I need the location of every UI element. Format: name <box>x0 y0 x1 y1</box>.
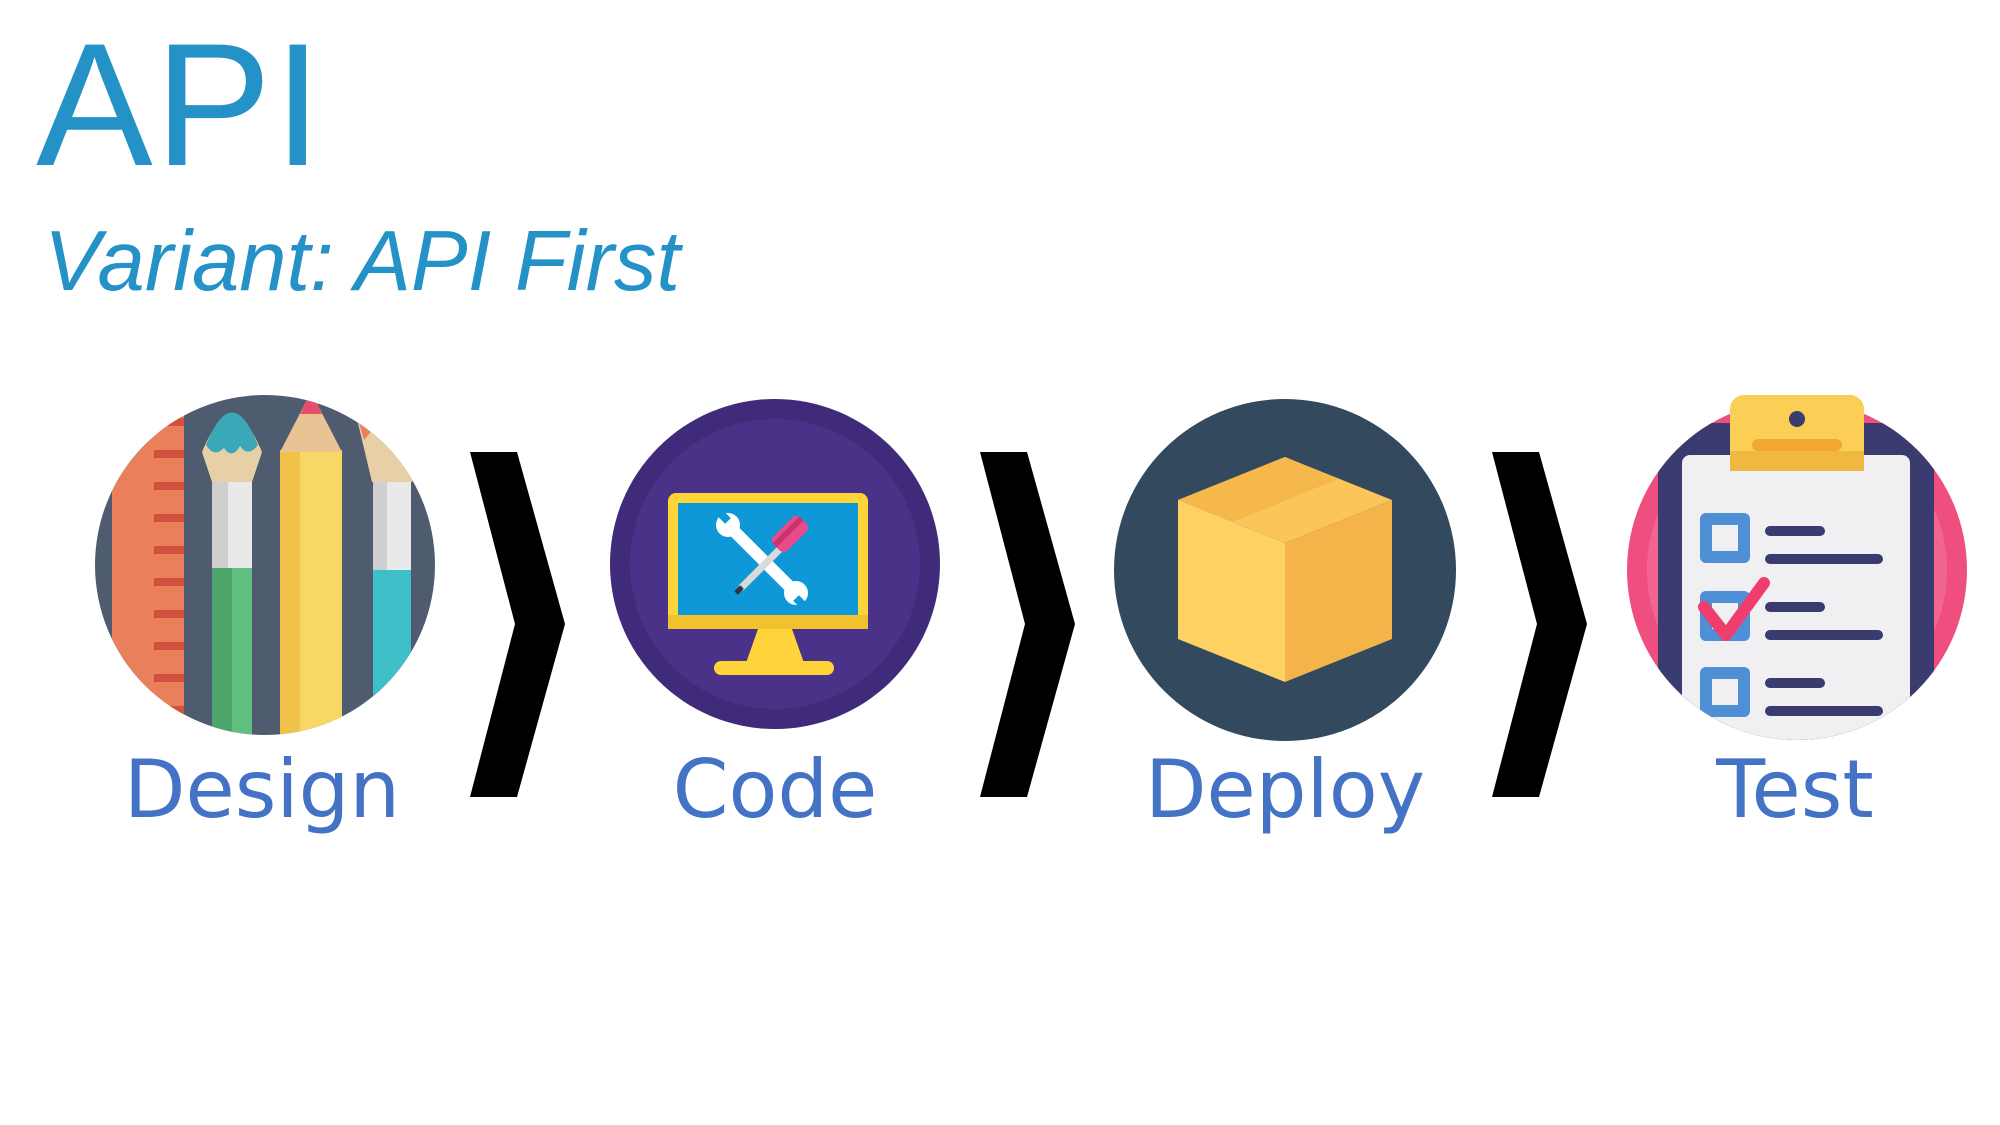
clipboard-checklist-icon <box>1627 395 1967 740</box>
page-subtitle: Variant: API First <box>44 214 681 309</box>
chevron-right-icon <box>980 452 1075 797</box>
page-title: API <box>36 8 325 203</box>
step-label-deploy: Deploy <box>1144 743 1426 836</box>
step-label-test: Test <box>1716 743 1874 836</box>
package-box-icon <box>1114 399 1456 741</box>
monitor-wrench-screwdriver-icon <box>610 399 940 729</box>
step-label-code: Code <box>672 743 878 836</box>
chevron-right-icon <box>470 452 565 797</box>
step-label-design: Design <box>123 743 401 836</box>
chevron-right-icon <box>1492 452 1587 797</box>
design-tools-icon <box>95 395 435 735</box>
